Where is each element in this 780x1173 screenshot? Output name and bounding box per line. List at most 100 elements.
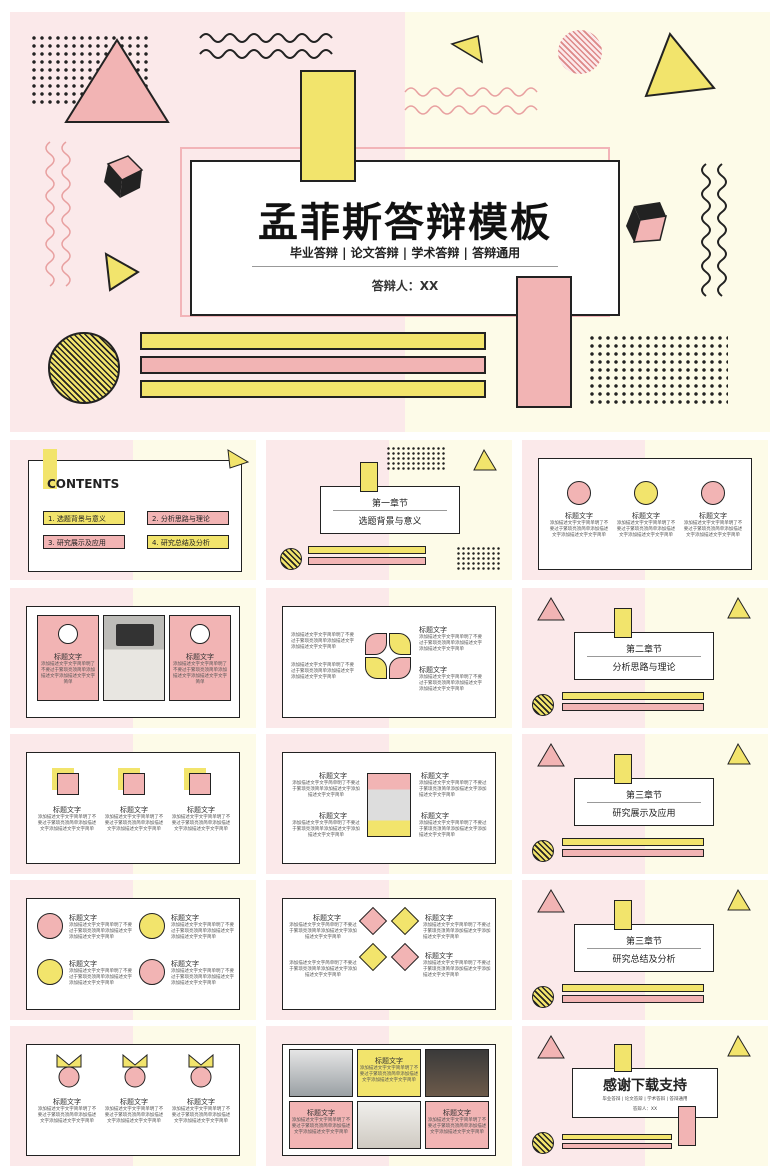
chapter-box-1: 第一章节 选题背景与意义 bbox=[320, 486, 460, 534]
chapter-box-4: 第三章节 研究总结及分析 bbox=[574, 924, 714, 972]
thumb-badge-icons[interactable]: 标题文字 标题文字 标题文字 添加描述文字文字简单明了不要过于繁琐亮须简单添加描… bbox=[10, 1026, 256, 1166]
chapter-1-name: 选题背景与意义 bbox=[358, 517, 422, 527]
cover-presenter: 答辩人：XX bbox=[371, 279, 439, 293]
thumb-ending[interactable]: 感谢下载支持 毕业答辩 | 论文答辩 | 学术答辩 | 答辩通用 答辩人：XX bbox=[522, 1026, 768, 1166]
thumb-hexagon[interactable]: 标题文字 添加描述文字文字简单明了不要过于繁琐亮须简单添加描述文字添加描述文字文… bbox=[266, 734, 512, 874]
striped-circle-small bbox=[280, 548, 302, 570]
desc-left: 添加描述文字文字简单明了不要过于繁琐亮须简单添加描述文字添加描述文字文字简单 bbox=[291, 633, 354, 650]
pink-striped-circle bbox=[558, 30, 602, 74]
icon-circle-2 bbox=[139, 913, 165, 939]
chapter-divider bbox=[587, 656, 701, 657]
thumb-leaf-icons[interactable]: 添加描述文字文字简单明了不要过于繁琐亮须简单添加描述文字添加描述文字文字简单 添… bbox=[266, 588, 512, 728]
striped-circle-small bbox=[532, 694, 554, 716]
thumb-chapter-3[interactable]: 第三章节 研究展示及应用 bbox=[522, 734, 768, 874]
yellow-stripe-1 bbox=[140, 332, 486, 350]
label-left: 标题文字 bbox=[319, 772, 347, 780]
white-circle bbox=[190, 624, 210, 644]
striped-circle-small bbox=[532, 1132, 554, 1154]
yellow-bar bbox=[614, 900, 632, 930]
stripe-y bbox=[562, 984, 704, 992]
yellow-bar bbox=[614, 754, 632, 784]
desc: 添加描述文字文字简单明了不要过于繁琐亮须简单添加描述文字添加描述文字文字简单 bbox=[41, 662, 95, 685]
desc-3: 添加描述文字文字简单明了不要过于繁琐亮须简单添加描述文字添加描述文字文字简单 bbox=[171, 1107, 231, 1124]
stripe-p bbox=[562, 1143, 672, 1149]
thumb-photo-grid[interactable]: 标题文字 添加描述文字文字简单明了不要过于繁琐亮须简单添加描述文字添加描述文字文… bbox=[266, 1026, 512, 1166]
yellow-triangle-icon bbox=[727, 888, 751, 911]
hex-photo bbox=[367, 773, 411, 837]
thumb-diamond-grid[interactable]: 标题文字 添加描述文字文字简单明了不要过于繁琐亮须简单添加描述文字添加描述文字文… bbox=[266, 880, 512, 1020]
pink-card-left: 标题文字 添加描述文字文字简单明了不要过于繁琐亮须简单添加描述文字添加描述文字文… bbox=[37, 615, 99, 701]
label-3: 标题文字 bbox=[699, 512, 727, 520]
label-1: 标题文字 bbox=[53, 806, 81, 814]
yellow-triangle-top-right bbox=[644, 32, 716, 98]
label-1: 标题文字 bbox=[69, 914, 97, 922]
yellow-bar bbox=[614, 1044, 632, 1072]
thumb-three-icons[interactable]: 标题文字 标题文字 标题文字 添加描述文字文字简单明了不要过于繁琐亮须简单添加描… bbox=[522, 440, 768, 580]
leaf-icon-2 bbox=[389, 633, 411, 655]
chapter-1-num: 第一章节 bbox=[371, 499, 408, 509]
square-icon-3 bbox=[189, 773, 211, 795]
yellow-tall-bar bbox=[300, 70, 356, 182]
dot-grid-bottom-right bbox=[588, 334, 728, 406]
contents-item-4: 4. 研究总结及分析 bbox=[147, 535, 229, 549]
photo-office bbox=[289, 1049, 353, 1097]
thumb-chapter-1[interactable]: 第一章节 选题背景与意义 bbox=[266, 440, 512, 580]
desc-3: 添加描述文字文字简单明了不要过于繁琐亮须简单添加描述文字添加描述文字文字简单 bbox=[683, 521, 743, 538]
diamond-1 bbox=[358, 906, 388, 936]
thumb-square-icons[interactable]: 标题文字 标题文字 标题文字 添加描述文字文字简单明了不要过于繁琐亮须简单添加描… bbox=[10, 734, 256, 874]
chapter-divider bbox=[587, 802, 701, 803]
label-right: 标题文字 bbox=[419, 626, 447, 634]
dot-grid bbox=[386, 446, 446, 470]
chapter-box-2: 第二章节 分析思路与理论 bbox=[574, 632, 714, 680]
ending-title: 感谢下载支持 bbox=[603, 1078, 687, 1094]
pink-triangle-icon bbox=[537, 597, 565, 621]
dot-grid bbox=[456, 546, 502, 572]
striped-circle-small bbox=[532, 986, 554, 1008]
label-right: 标题文字 bbox=[421, 772, 449, 780]
stripe-p bbox=[562, 703, 704, 711]
thumb-chapter-2[interactable]: 第二章节 分析思路与理论 bbox=[522, 588, 768, 728]
label: 标题文字 bbox=[443, 1109, 471, 1117]
wave-lines-top bbox=[199, 33, 333, 59]
desc: 添加描述文字文字简单明了不要过于繁琐亮须简单添加描述文字添加描述文字文字简单 bbox=[173, 662, 227, 685]
pink-triangle-icon bbox=[537, 1035, 565, 1059]
desc-right: 添加描述文字文字简单明了不要过于繁琐亮须简单添加描述文字添加描述文字文字简单 bbox=[419, 781, 487, 798]
thumb-photo-cards[interactable]: 标题文字 添加描述文字文字简单明了不要过于繁琐亮须简单添加描述文字添加描述文字文… bbox=[10, 588, 256, 728]
desc-1: 添加描述文字文字简单明了不要过于繁琐亮须简单添加描述文字添加描述文字文字简单 bbox=[37, 815, 97, 832]
desc-right: 添加描述文字文字简单明了不要过于繁琐亮须简单添加描述文字添加描述文字文字简单 bbox=[423, 923, 491, 940]
chapter-2-num: 第二章节 bbox=[625, 645, 662, 655]
ending-tags: 毕业答辩 | 论文答辩 | 学术答辩 | 答辩通用 bbox=[602, 1097, 688, 1102]
stripe-y bbox=[308, 546, 426, 554]
label-4: 标题文字 bbox=[171, 960, 199, 968]
label-left-2: 标题文字 bbox=[319, 812, 347, 820]
thumb-chapter-4[interactable]: 第三章节 研究总结及分析 bbox=[522, 880, 768, 1020]
desc-2: 添加描述文字文字简单明了不要过于繁琐亮须简单添加描述文字添加描述文字文字简单 bbox=[171, 923, 234, 940]
chapter-box-3: 第三章节 研究展示及应用 bbox=[574, 778, 714, 826]
label: 标题文字 bbox=[307, 1109, 335, 1117]
icon-circle-3 bbox=[37, 959, 63, 985]
photo-desk bbox=[425, 1049, 489, 1097]
diamond-3 bbox=[358, 942, 388, 972]
label-right-2: 标题文字 bbox=[425, 952, 453, 960]
wave-lines-vertical-right bbox=[701, 163, 727, 297]
desc-1: 添加描述文字文字简单明了不要过于繁琐亮须简单添加描述文字添加描述文字文字简单 bbox=[69, 923, 132, 940]
desc-left: 添加描述文字文字简单明了不要过于繁琐亮须简单添加描述文字添加描述文字文字简单 bbox=[289, 923, 357, 940]
pink-triangle bbox=[64, 38, 170, 123]
thumb-circle-grid[interactable]: 标题文字 添加描述文字文字简单明了不要过于繁琐亮须简单添加描述文字添加描述文字文… bbox=[10, 880, 256, 1020]
desc-left-2: 添加描述文字文字简单明了不要过于繁琐亮须简单添加描述文字添加描述文字文字简单 bbox=[289, 961, 357, 978]
thumb-contents[interactable]: CONTENTS 1. 选题背景与意义 2. 分析思路与理论 3. 研究展示及应… bbox=[10, 440, 256, 580]
yellow-triangle-left bbox=[104, 252, 140, 292]
badge-icon-2 bbox=[122, 1053, 148, 1088]
wave-lines-pink-top bbox=[404, 87, 538, 115]
ending-presenter: 答辩人：XX bbox=[632, 1107, 658, 1112]
leaf-icon-4 bbox=[389, 657, 411, 679]
cube-pink-left bbox=[104, 155, 144, 198]
label: 标题文字 bbox=[54, 653, 82, 661]
desc-left: 添加描述文字文字简单明了不要过于繁琐亮须简单添加描述文字添加描述文字文字简单 bbox=[292, 781, 360, 798]
stripe-y bbox=[562, 838, 704, 846]
square-icon-2 bbox=[123, 773, 145, 795]
pink-bar bbox=[678, 1106, 696, 1146]
contents-heading: CONTENTS bbox=[47, 477, 120, 491]
yellow-triangle-icon bbox=[727, 596, 751, 619]
label-3: 标题文字 bbox=[187, 806, 215, 814]
